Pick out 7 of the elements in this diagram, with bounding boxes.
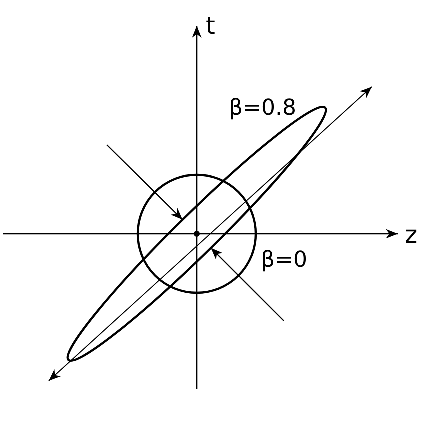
axis-label: t (206, 14, 216, 38)
circle-curve (136, 174, 258, 294)
axis-label: z (405, 223, 418, 247)
curve-label: β=0.8 (229, 98, 296, 120)
arrow (106, 144, 184, 220)
arrow (210, 248, 284, 322)
curve-label: β=0 (261, 250, 308, 272)
